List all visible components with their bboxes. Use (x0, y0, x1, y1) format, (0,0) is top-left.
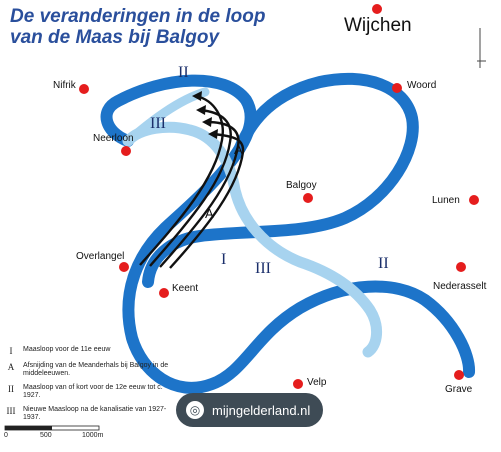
town-lunen: Lunen (432, 195, 479, 206)
town-label-velp: Velp (307, 377, 327, 388)
scale-label-end: 1000m (82, 432, 104, 439)
course-label-ii-top: II (178, 64, 189, 81)
course-label-i: I (221, 251, 226, 268)
north-marker (477, 28, 486, 68)
town-label-neerloon: Neerloon (93, 133, 134, 144)
scale-label-start: 0 (4, 432, 8, 439)
town-label-lunen: Lunen (432, 195, 460, 206)
town-woord: Woord (392, 80, 436, 93)
town-nederasselt: Nederasselt (433, 262, 487, 292)
legend-key: II (8, 384, 14, 394)
legend-text: Nieuwe Maasloop na de kanalisatie van 19… (23, 406, 167, 421)
legend-text: Maasloop van of kort voor de 12e eeuw to… (23, 384, 163, 399)
legend-text: Maasloop voor de 11e eeuw (23, 346, 111, 353)
source-badge[interactable]: ◎ mijngelderland.nl (176, 393, 323, 427)
cutoff-a-arrowheads (192, 91, 218, 139)
globe-icon: ◎ (186, 401, 204, 419)
river-course-i (142, 72, 419, 288)
town-label-balgoy: Balgoy (286, 180, 317, 191)
legend-item: II Maasloop van of kort voor de 12e eeuw… (5, 384, 180, 400)
town-label-overlangel: Overlangel (76, 251, 124, 262)
town-neerloon: Neerloon (93, 133, 134, 156)
legend-item: I Maasloop voor de 11e eeuw (5, 346, 180, 356)
legend: I Maasloop voor de 11e eeuw A Afsnijding… (5, 346, 180, 428)
town-grave: Grave (445, 370, 473, 395)
town-overlangel: Overlangel (76, 251, 129, 272)
scale-bar (4, 425, 100, 431)
town-label-wijchen: Wijchen (344, 15, 412, 36)
scale-labels: 0 500 1000m (4, 432, 104, 442)
legend-text: Afsnijding van de Meanderhals bij Balgoy… (23, 362, 169, 377)
legend-item: III Nieuwe Maasloop na de kanalisatie va… (5, 406, 180, 422)
river-course-ii (100, 74, 475, 394)
town-nifrik: Nifrik (53, 80, 89, 94)
source-badge-text: mijngelderland.nl (212, 402, 311, 418)
town-label-keent: Keent (172, 283, 198, 294)
cutoff-label-a-lower: A (205, 206, 214, 221)
map-title-line2: van de Maas bij Balgoy (10, 27, 220, 48)
town-velp: Velp (293, 377, 327, 389)
town-wijchen: Wijchen (344, 4, 412, 36)
town-label-nifrik: Nifrik (53, 80, 77, 91)
course-label-iii-mid: III (255, 260, 271, 277)
legend-key: III (6, 406, 16, 416)
course-label-ii-right: II (378, 255, 389, 272)
cutoff-a-arrows (139, 94, 245, 269)
river-course-iii (122, 121, 382, 358)
scale-label-mid: 500 (40, 432, 52, 439)
legend-key: A (7, 362, 15, 372)
town-label-nederasselt: Nederasselt (433, 281, 487, 292)
town-label-woord: Woord (407, 80, 436, 91)
course-label-iii-left: III (150, 115, 166, 132)
map-title: De veranderingen in de loop van de Maas … (10, 6, 266, 48)
map-title-line1: De veranderingen in de loop (10, 6, 266, 27)
legend-key: I (9, 346, 13, 356)
cutoff-label-a-upper: A (234, 142, 243, 157)
town-keent: Keent (159, 283, 198, 298)
town-balgoy: Balgoy (286, 180, 317, 203)
town-label-grave: Grave (445, 384, 473, 395)
legend-item: A Afsnijding van de Meanderhals bij Balg… (5, 362, 180, 378)
